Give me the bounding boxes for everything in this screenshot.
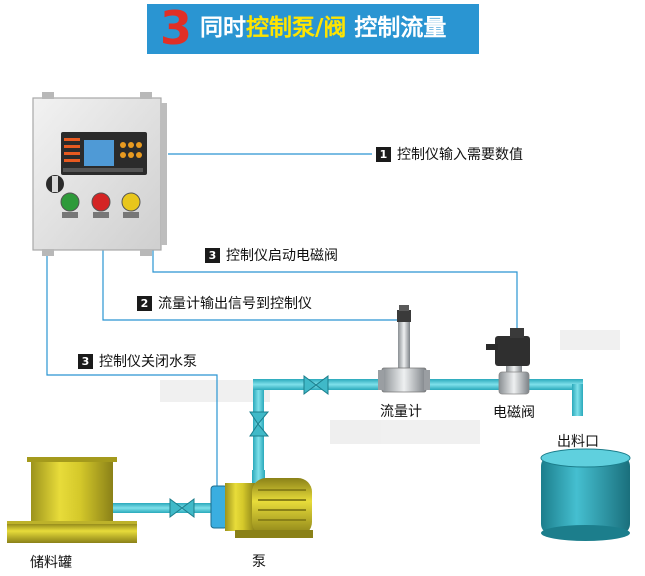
step-flowmeter-signal: 2 流量计输出信号到控制仪 xyxy=(137,293,312,313)
signal-line-pump xyxy=(46,250,218,486)
title-banner xyxy=(147,4,479,54)
storage-tank-graphic xyxy=(7,457,137,543)
step-number-badge: 1 xyxy=(376,146,391,162)
banner-text-post: 控制流量 xyxy=(346,15,447,41)
pump-graphic xyxy=(210,478,313,538)
step-number-badge: 2 xyxy=(137,295,152,311)
vertical-valve xyxy=(249,411,270,437)
outlet-label: 出料口 xyxy=(557,434,599,450)
solenoid-valve-graphic xyxy=(486,328,530,395)
step-number-badge: 3 xyxy=(78,353,93,369)
step-text: 控制仪启动电磁阀 xyxy=(226,248,338,264)
yellow-button xyxy=(121,192,141,212)
pipe-tank-to-pump xyxy=(104,503,216,513)
pipe-outlet-down xyxy=(572,384,583,416)
banner-step-number: 3 xyxy=(160,1,193,55)
step-input-value: 1 控制仪输入需要数值 xyxy=(376,144,523,164)
suction-valve xyxy=(169,498,195,518)
step-text: 流量计输出信号到控制仪 xyxy=(158,296,312,312)
green-button xyxy=(60,192,80,212)
red-button xyxy=(91,192,111,212)
step-start-valve: 3 控制仪启动电磁阀 xyxy=(205,245,338,265)
controller-display xyxy=(84,140,114,166)
pump-label: 泵 xyxy=(252,554,266,570)
outlet-vessel xyxy=(540,448,631,541)
step-number-badge: 3 xyxy=(205,247,220,263)
signal-line-valve xyxy=(152,250,518,330)
flowmeter-graphic xyxy=(378,305,430,393)
control-cabinet xyxy=(32,92,167,256)
solenoid-valve-label: 电磁阀 xyxy=(493,405,535,421)
step-text: 控制仪输入需要数值 xyxy=(397,147,523,163)
step-stop-pump: 3 控制仪关闭水泵 xyxy=(78,351,197,371)
background-watermark xyxy=(160,330,620,444)
banner-title: 同时控制泵/阀 控制流量 xyxy=(200,12,446,44)
step-text: 控制仪关闭水泵 xyxy=(99,354,197,370)
banner-text-highlight: 控制泵/阀 xyxy=(246,15,347,41)
horizontal-valve xyxy=(303,375,329,395)
flowmeter-label: 流量计 xyxy=(380,404,422,420)
banner-text-pre: 同时 xyxy=(200,15,246,41)
storage-tank-label: 储料罐 xyxy=(30,555,72,571)
